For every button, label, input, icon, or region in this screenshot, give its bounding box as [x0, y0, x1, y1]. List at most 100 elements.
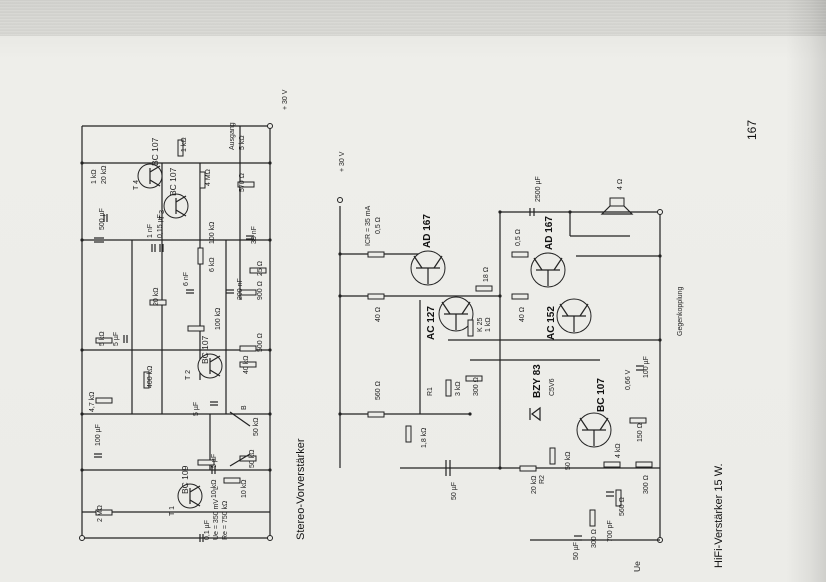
page-number: 167: [745, 120, 759, 140]
resistor-1k-t3: [177, 139, 184, 157]
transistor-ad167-top: [410, 250, 446, 286]
svg-text:20 kΩ: 20 kΩ: [153, 288, 160, 306]
pot-r2-label: R2: [539, 475, 546, 484]
svg-text:400 kΩ: 400 kΩ: [147, 366, 154, 388]
feedback-label: Gegenkopplung: [677, 286, 684, 336]
svg-text:300 Ω: 300 Ω: [643, 475, 650, 494]
stereo-preamp-schematic: + 30 V Ausgang Ue = 350 mV Re = 750 kΩ 0…: [79, 89, 307, 542]
svg-text:40 Ω: 40 Ω: [375, 307, 382, 322]
svg-text:200 nF: 200 nF: [237, 278, 244, 300]
svg-text:4 MΩ: 4 MΩ: [205, 169, 212, 186]
svg-text:100 kΩ: 100 kΩ: [209, 222, 216, 244]
transistor-t1: [177, 483, 203, 509]
resistor-570: [237, 181, 255, 188]
diode-type: BZY 83: [532, 364, 543, 398]
svg-text:1 kΩ: 1 kΩ: [91, 169, 98, 184]
top-component-labels: 2 MΩ 100 µF 4,7 kΩ 5 µF 10 kΩ 10 kΩ 50 k…: [89, 135, 264, 522]
resistor-4M: [199, 171, 206, 189]
svg-text:25 Ω: 25 Ω: [257, 261, 264, 276]
transistor-t2: [197, 353, 223, 379]
svg-text:1 kΩ: 1 kΩ: [181, 137, 188, 152]
svg-text:300 Ω: 300 Ω: [473, 377, 480, 396]
switch-lever-b: [229, 411, 251, 427]
speaker-symbol: [600, 197, 634, 215]
resistor-900: [239, 289, 257, 296]
svg-text:700 pF: 700 pF: [607, 520, 614, 542]
input-capacitor-label: 0,1 µF: [204, 520, 211, 540]
input-ue-label: Ue: [632, 561, 642, 572]
svg-text:3 kΩ: 3 kΩ: [455, 381, 462, 396]
transistor-t4: [137, 163, 163, 189]
svg-text:1,8 kΩ: 1,8 kΩ: [421, 428, 428, 448]
transistor-t3: [163, 193, 189, 219]
resistor-4k7: [95, 397, 113, 404]
ac152-type: AC 152: [546, 306, 557, 340]
svg-text:6 kΩ: 6 kΩ: [209, 257, 216, 272]
supply-terminal-bottom: [337, 197, 343, 203]
resistor-10k-b: [197, 459, 215, 466]
t3-type: BC 107: [168, 167, 178, 196]
svg-text:150 Ω: 150 Ω: [637, 423, 644, 442]
diode-code: C5V6: [549, 378, 556, 396]
svg-text:2500 µF: 2500 µF: [535, 176, 542, 202]
svg-text:100 µF: 100 µF: [95, 424, 102, 446]
svg-text:50 kΩ: 50 kΩ: [249, 450, 256, 468]
ad167-top-type: AD 167: [422, 214, 433, 248]
voltage-066-label: 0,66 V: [625, 369, 632, 390]
svg-text:4,7 kΩ: 4,7 kΩ: [89, 392, 96, 412]
bottom-caption: HiFi-Verstärker 15 W.: [713, 463, 725, 568]
svg-text:500 µF: 500 µF: [99, 208, 106, 230]
transistor-ac152: [556, 298, 592, 334]
svg-text:100 µF: 100 µF: [643, 356, 650, 378]
resistor-20k: [149, 299, 167, 306]
bottom-resistors: [367, 251, 653, 527]
switch-label-l: L: [213, 486, 220, 490]
t4-type: BC 107: [150, 137, 160, 166]
svg-text:560 Ω: 560 Ω: [619, 497, 626, 516]
svg-text:0,15 µF: 0,15 µF: [157, 214, 164, 238]
resistor-5k: [95, 337, 113, 344]
t1-tag: T 1: [169, 506, 176, 516]
input-resistance-label: Re = 750 kΩ: [222, 501, 229, 540]
capacitor-symbols: [94, 214, 254, 542]
svg-text:50 µF: 50 µF: [451, 482, 458, 500]
ac127-type: AC 127: [426, 306, 437, 340]
resistor-25: [249, 267, 267, 274]
svg-text:20 kΩ: 20 kΩ: [101, 166, 108, 184]
resistor-40k: [239, 361, 257, 368]
svg-text:5 µF: 5 µF: [113, 332, 120, 346]
svg-text:50 kΩ: 50 kΩ: [565, 452, 572, 470]
svg-text:2 MΩ: 2 MΩ: [97, 505, 104, 522]
t1-type: BC 109: [180, 465, 190, 494]
svg-text:300 Ω: 300 Ω: [591, 529, 598, 548]
pot-r1-label: R1: [427, 387, 434, 396]
bottom-capacitors: [445, 208, 644, 541]
resistor-500: [239, 345, 257, 352]
svg-text:40 Ω: 40 Ω: [519, 307, 526, 322]
svg-text:10 kΩ: 10 kΩ: [241, 480, 248, 498]
t4-tag: T 4: [133, 180, 140, 190]
svg-text:20 kΩ: 20 kΩ: [531, 476, 538, 494]
bottom-component-labels: 0,5 Ω 0,5 Ω 2500 µF 4 Ω 40 Ω 40 Ω 18 Ω K…: [375, 176, 650, 560]
resistor-10k-a: [223, 477, 241, 484]
svg-text:1 nF: 1 nF: [147, 224, 154, 238]
ad167-bottom-type: AD 167: [544, 216, 555, 250]
zener-diode: [529, 406, 541, 422]
page-edge-shadow: [786, 0, 826, 582]
svg-text:18 Ω: 18 Ω: [483, 267, 490, 282]
svg-text:5 kΩ: 5 kΩ: [99, 331, 106, 346]
resistor-2M: [95, 509, 113, 516]
svg-text:4 kΩ: 4 kΩ: [615, 443, 622, 458]
svg-text:100 kΩ: 100 kΩ: [215, 308, 222, 330]
svg-text:50 µF: 50 µF: [573, 542, 580, 560]
transistor-ac127: [438, 296, 474, 332]
svg-text:40 kΩ: 40 kΩ: [243, 356, 250, 374]
top-supply-label: + 30 V: [282, 89, 289, 110]
svg-text:5 µF: 5 µF: [211, 454, 218, 468]
svg-text:560 Ω: 560 Ω: [375, 381, 382, 400]
t3-tag: T 3: [159, 210, 166, 220]
supply-terminal: [267, 123, 273, 129]
resistor-400k: [143, 371, 150, 389]
output-label: Ausgang: [229, 122, 236, 150]
